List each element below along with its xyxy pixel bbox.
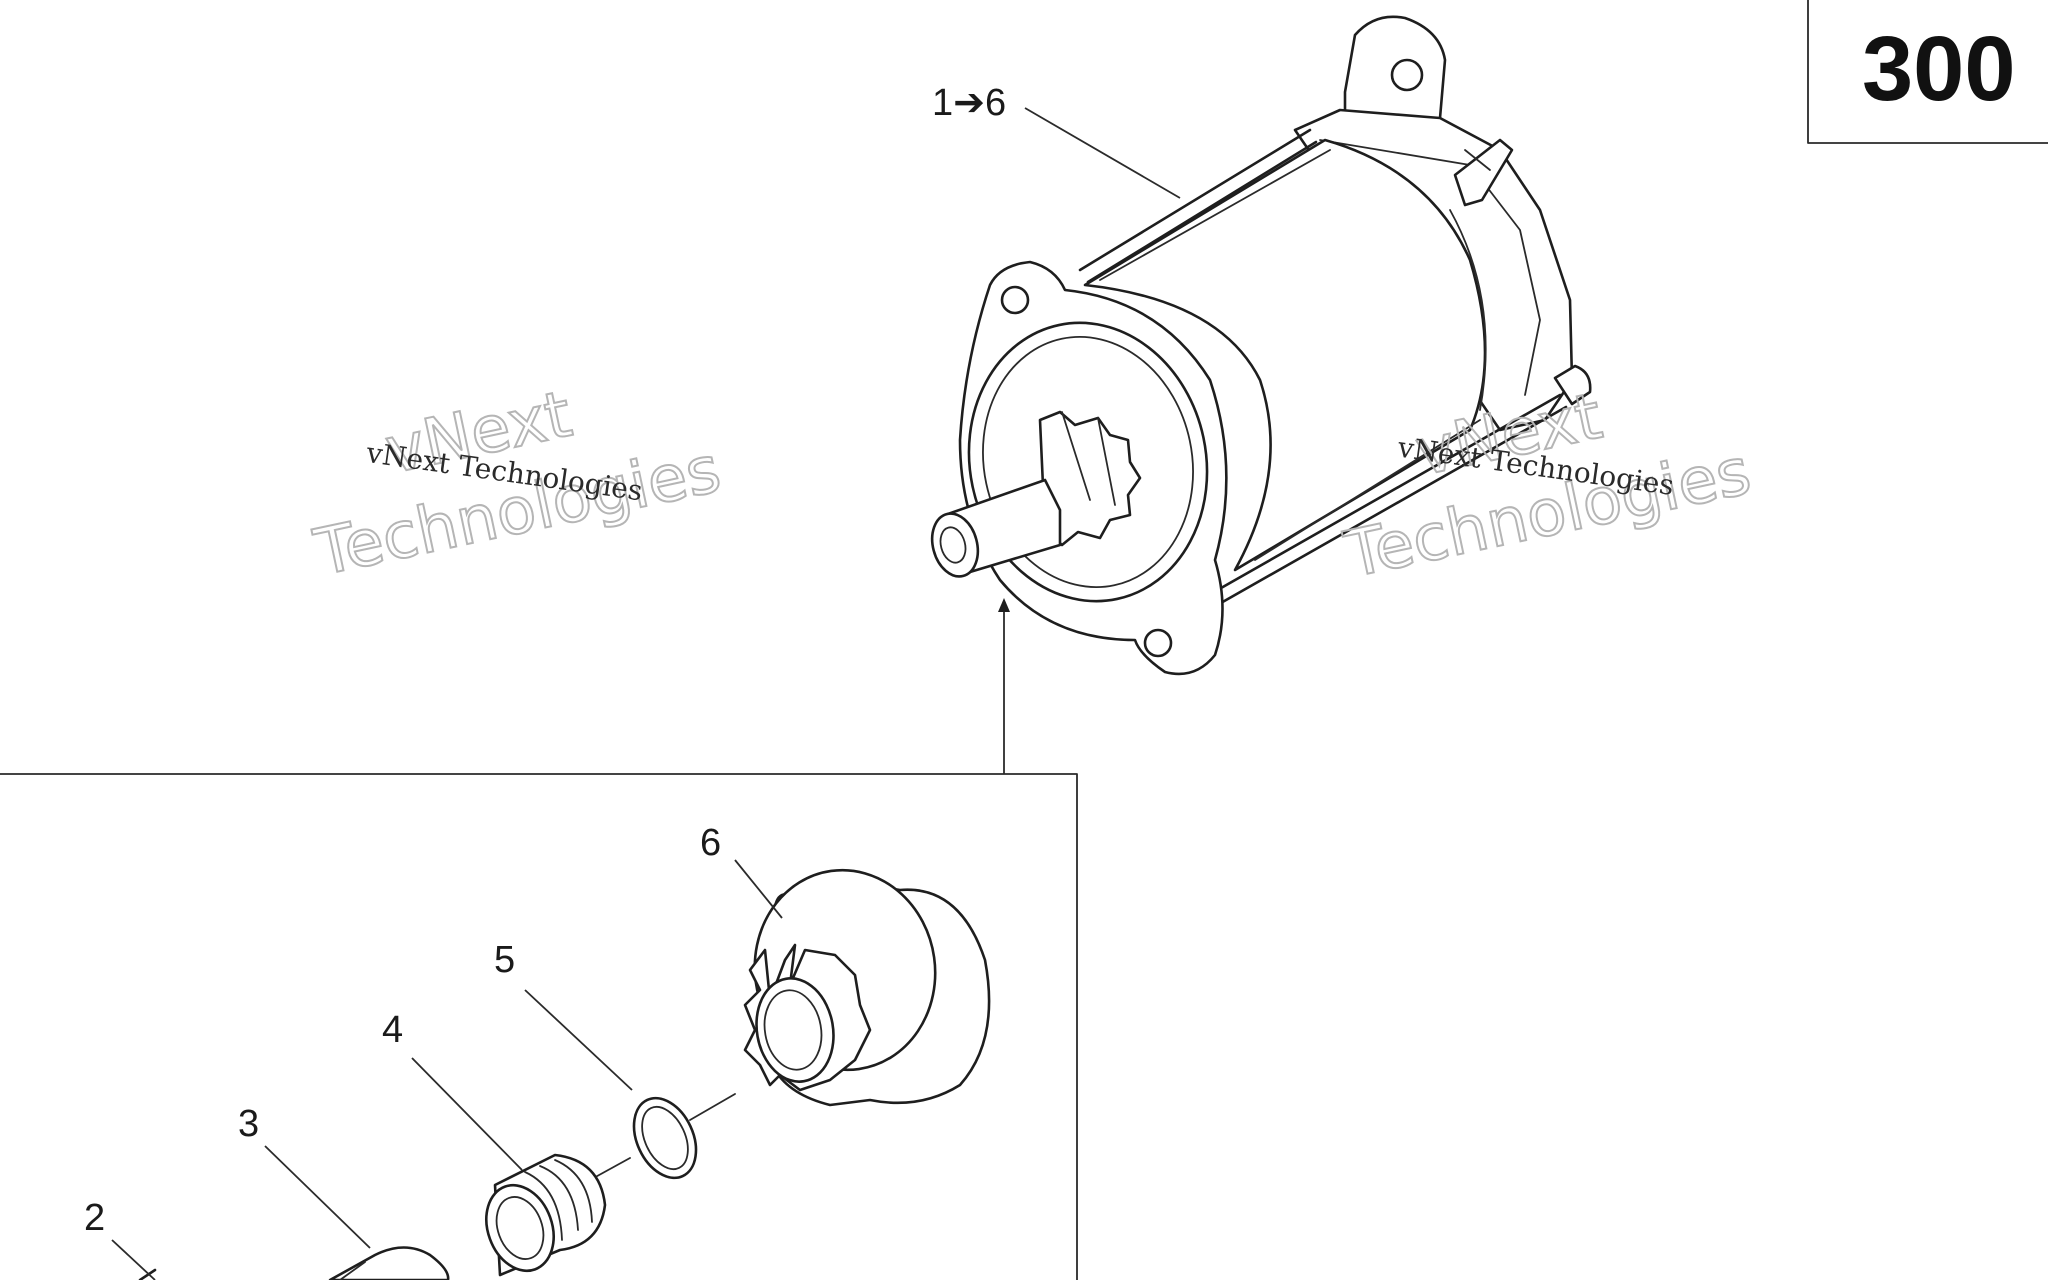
callout-6: 6 xyxy=(700,822,783,919)
detail-pointer-arrow xyxy=(998,598,1010,774)
callout-4: 4 xyxy=(382,1009,523,1171)
callout-label-5: 5 xyxy=(494,939,515,981)
callout-label-6: 6 xyxy=(700,822,721,864)
section-label: 300 xyxy=(1862,18,2016,120)
section-label-box: 300 xyxy=(1807,0,2048,144)
callout-label-4: 4 xyxy=(382,1009,403,1051)
part-4-collar xyxy=(485,1153,607,1277)
callout-2: 2 xyxy=(84,1197,156,1280)
part-3-sleeve xyxy=(328,1246,450,1280)
callout-assembly: 1➔6 xyxy=(932,82,1181,199)
callout-label-assembly: 1➔6 xyxy=(932,82,1006,124)
part-2-shaft xyxy=(138,1268,157,1280)
part-5-ring xyxy=(632,1096,698,1180)
part-6-drive-pinion xyxy=(743,868,991,1107)
detail-inset-frame xyxy=(0,773,1078,1280)
part-centerline xyxy=(589,1093,736,1181)
callout-5: 5 xyxy=(494,939,633,1091)
callout-label-2: 2 xyxy=(84,1197,105,1239)
starter-motor-assembly xyxy=(930,15,1592,676)
callout-3: 3 xyxy=(238,1103,371,1249)
callout-label-3: 3 xyxy=(238,1103,259,1145)
